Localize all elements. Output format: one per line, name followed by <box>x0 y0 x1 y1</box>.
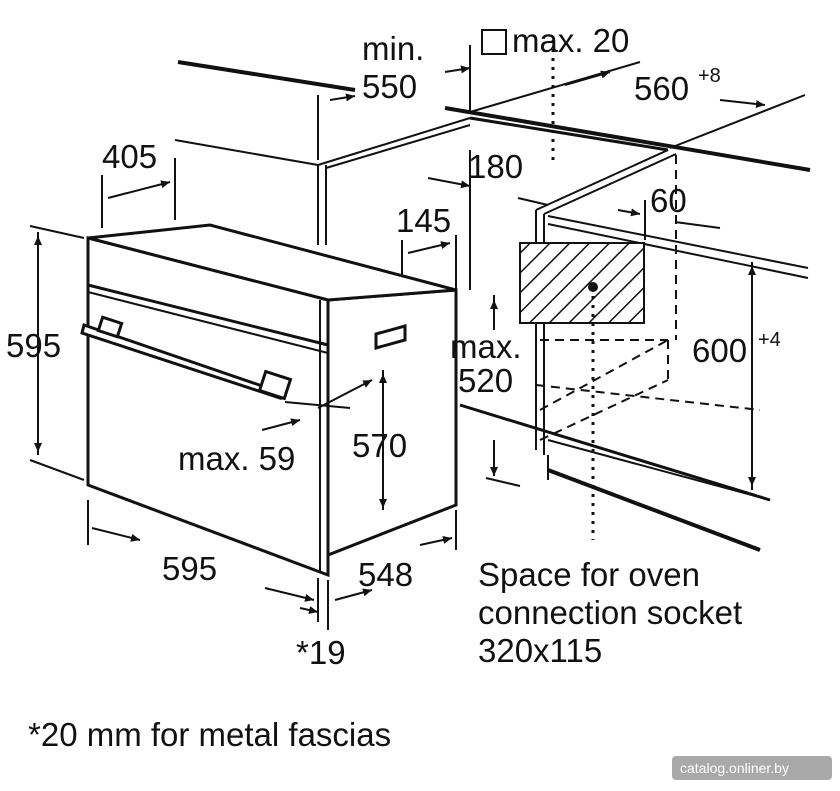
label-fascia-19: *19 <box>296 634 346 671</box>
oven-handle <box>80 315 293 401</box>
label-595-height: 595 <box>6 327 61 364</box>
label-max59: max. 59 <box>178 440 295 477</box>
label-max520: max. <box>450 328 522 365</box>
label-560: 560 <box>634 70 689 107</box>
dimension-lines <box>29 45 806 630</box>
socket-note-line-1: Space for oven <box>478 556 700 593</box>
label-145: 145 <box>396 202 451 239</box>
max20-box-icon <box>481 29 507 55</box>
label-60: 60 <box>650 182 687 219</box>
center-lines <box>551 40 595 540</box>
label-405: 405 <box>102 138 157 175</box>
label-min: min. <box>362 30 424 67</box>
side-vent <box>374 324 407 350</box>
oven-body <box>86 223 458 578</box>
socket-area <box>519 242 645 324</box>
socket-note-line-3: 320x115 <box>478 632 602 669</box>
label-560-tolerance: +8 <box>698 65 721 87</box>
watermark: catalog.onliner.by <box>672 756 832 780</box>
label-max520-value: 520 <box>458 362 513 399</box>
label-570: 570 <box>352 427 407 464</box>
socket-note-line-2: connection socket <box>478 594 742 631</box>
footnote: *20 mm for metal fascias <box>28 716 391 753</box>
label-max20: max. 20 <box>512 22 629 59</box>
watermark-text: catalog.onliner.by <box>680 760 789 776</box>
label-180: 180 <box>468 148 523 185</box>
label-548: 548 <box>358 556 413 593</box>
label-600: 600 <box>692 332 747 369</box>
label-595-width: 595 <box>162 550 217 587</box>
label-min-550: 550 <box>362 68 417 105</box>
label-600-tolerance: +4 <box>758 329 781 351</box>
